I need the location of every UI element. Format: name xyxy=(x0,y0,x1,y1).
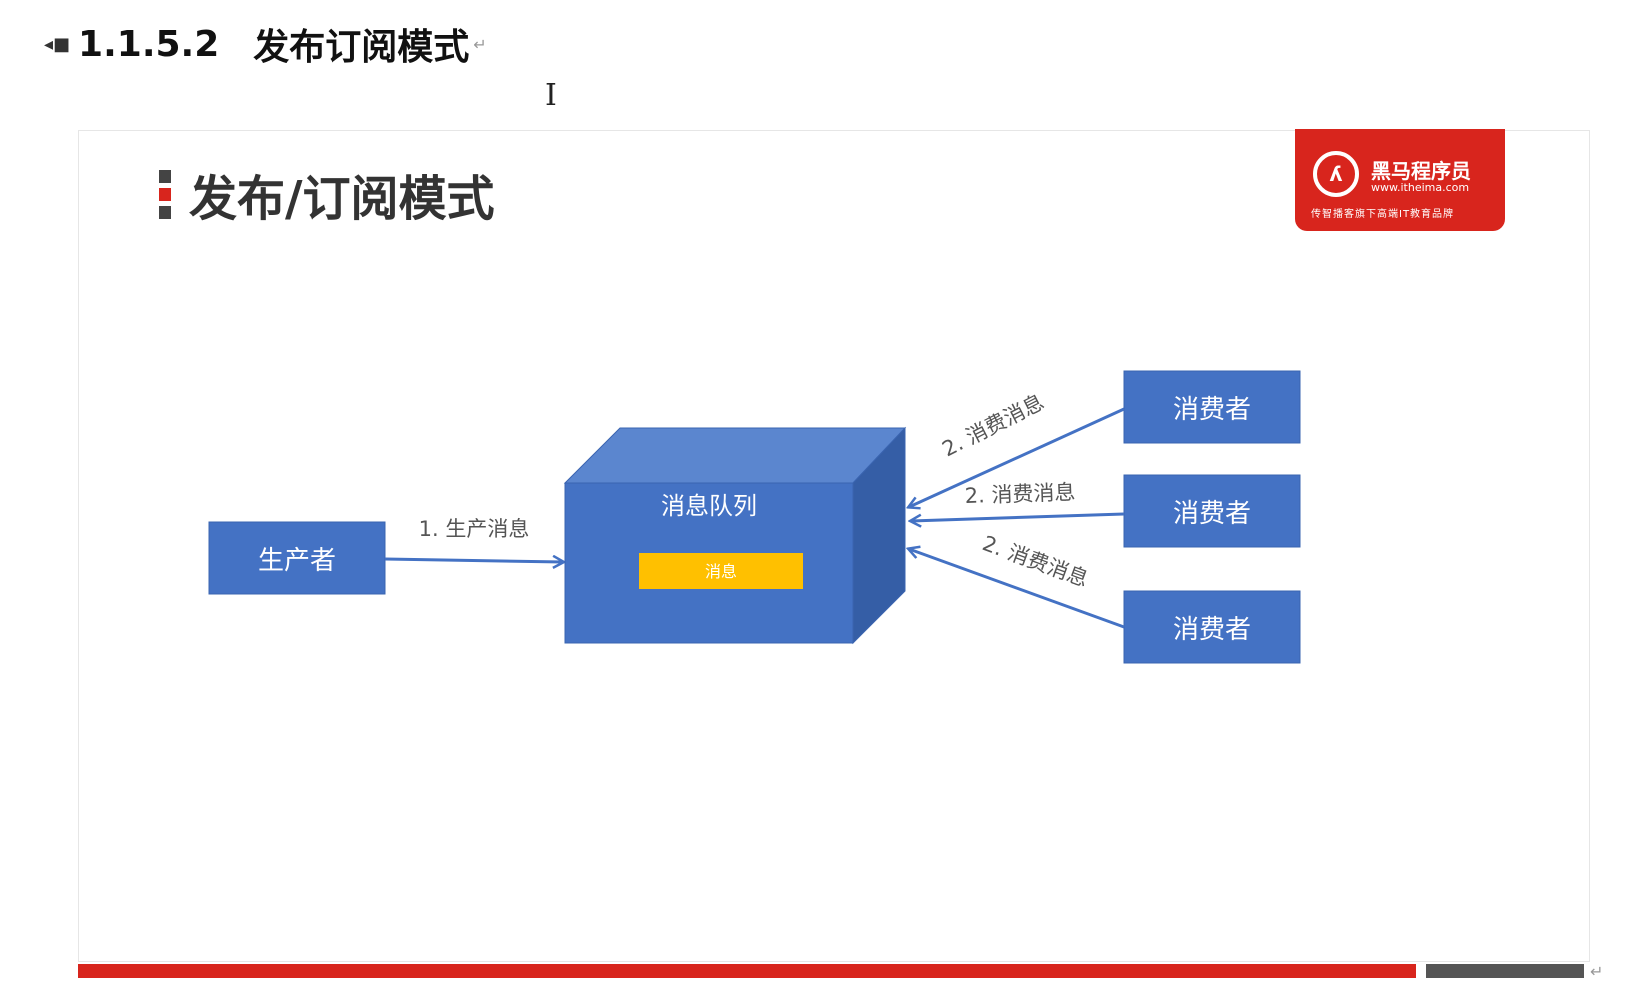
title-bars-icon xyxy=(159,169,171,219)
queue-label: 消息队列 xyxy=(661,492,757,520)
consumer-label-3: 消费者 xyxy=(1173,615,1251,645)
slide-footer-bar-red xyxy=(78,964,1416,978)
consume-arrow-2 xyxy=(911,512,1125,521)
text-cursor-icon: I xyxy=(545,78,557,113)
slide-title-text: 发布/订阅模式 xyxy=(189,171,495,227)
heading-number: 1.1.5.2 xyxy=(78,23,220,65)
logo-slogan: 传智播客旗下高端IT教育品牌 xyxy=(1311,209,1455,220)
logo-url: www.itheima.com xyxy=(1371,181,1470,194)
consume-arrow-1 xyxy=(909,407,1125,507)
consumer-label-2: 消费者 xyxy=(1173,499,1251,529)
heading-text: 发布订阅模式 xyxy=(253,27,470,68)
consumer-box-1 xyxy=(1123,370,1301,444)
brand-logo: ʎ 黑马程序员 www.itheima.com 传智播客旗下高端IT教育品牌 xyxy=(1295,129,1505,231)
heading-collapse-bullet[interactable]: ◂■ xyxy=(44,33,71,55)
produce-arrow-label: 1. 生产消息 xyxy=(419,517,530,541)
document-heading: ◂■ 1.1.5.2 发布订阅模式 ↵ xyxy=(44,18,487,70)
queue-box-top xyxy=(563,427,907,484)
horse-logo-icon: ʎ xyxy=(1313,151,1359,197)
pubsub-diagram: 生产者 1. 生产消息 消息队列 消息 消费者 消费者 消费者 2. 消费消息 … xyxy=(208,370,1301,664)
produce-arrow xyxy=(384,559,563,562)
logo-brand: 黑马程序员 xyxy=(1371,159,1471,183)
producer-label: 生产者 xyxy=(258,546,336,576)
consume-arrow-label-2: 2. 消费消息 xyxy=(964,480,1075,508)
paragraph-mark: ↵ xyxy=(473,34,487,54)
slide-footer-bar-gray xyxy=(1426,964,1584,978)
consumer-box-3 xyxy=(1123,590,1301,664)
consumer-box-2 xyxy=(1123,474,1301,548)
slide-title: 发布/订阅模式 xyxy=(159,159,495,229)
consumer-label-1: 消费者 xyxy=(1173,395,1251,425)
embedded-slide-image: 发布/订阅模式 ʎ 黑马程序员 www.itheima.com 传智播客旗下高端… xyxy=(78,129,1590,962)
end-paragraph-mark: ↵ xyxy=(1590,962,1604,981)
consume-arrow-3 xyxy=(909,549,1125,629)
message-box xyxy=(639,553,803,589)
producer-box xyxy=(208,521,386,595)
consume-arrow-label-3: 2. 消费消息 xyxy=(979,531,1091,591)
message-label: 消息 xyxy=(705,562,737,581)
